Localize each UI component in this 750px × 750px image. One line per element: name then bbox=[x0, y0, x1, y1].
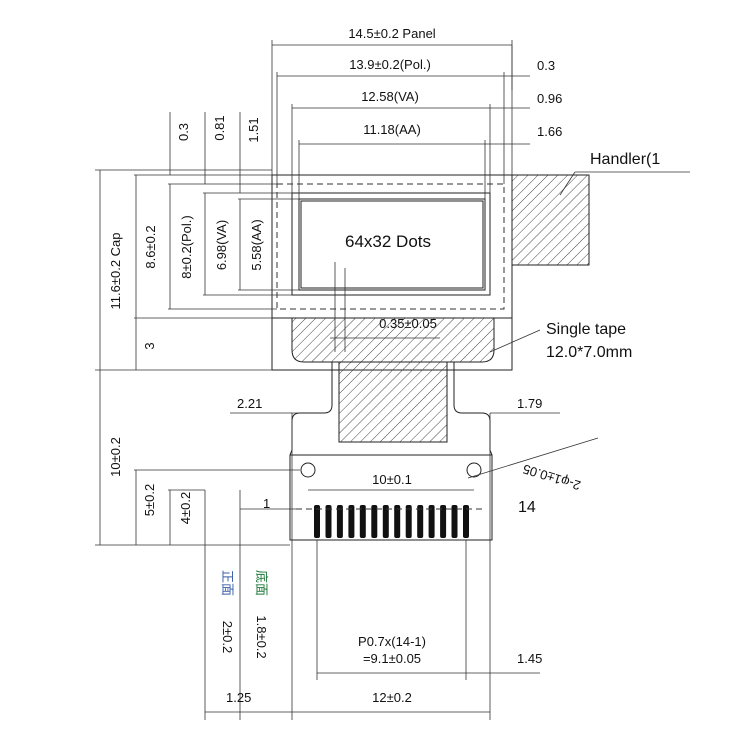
mount-hole-left bbox=[300, 462, 316, 478]
dim-hole-dia: 2-φ1±0.05 bbox=[521, 461, 582, 493]
fpc-pins bbox=[314, 505, 469, 538]
fpc-outline bbox=[289, 362, 493, 541]
pin-1-label: 1 bbox=[263, 496, 270, 511]
mount-hole-right bbox=[466, 462, 482, 478]
fpc-pin bbox=[451, 505, 458, 538]
dim-right-179: 1.79 bbox=[517, 396, 542, 411]
dim-aa-height: 5.58(AA) bbox=[249, 219, 264, 270]
visible-area-outline bbox=[291, 192, 491, 296]
dim-right-166: 1.66 bbox=[537, 124, 562, 139]
fpc-pin bbox=[314, 505, 320, 538]
dim-pol-height: 8±0.2(Pol.) bbox=[179, 215, 194, 279]
dim-v-03: 0.3 bbox=[176, 123, 191, 141]
dim-pitch-1: P0.7x(14-1) bbox=[358, 634, 426, 649]
handler-area bbox=[511, 174, 590, 266]
dim-va-height: 6.98(VA) bbox=[214, 220, 229, 270]
dim-pitch-2: =9.1±0.05 bbox=[363, 651, 421, 666]
polarizer-outline bbox=[276, 183, 505, 310]
dim-fpc-5: 5±0.2 bbox=[142, 484, 157, 516]
dim-v-151: 1.51 bbox=[246, 117, 261, 142]
dots-label: 64x32 Dots bbox=[345, 232, 431, 251]
tape-label-2: 12.0*7.0mm bbox=[546, 344, 632, 361]
dim-panel-height: 8.6±0.2 bbox=[143, 225, 158, 268]
dim-panel-width: 14.5±0.2 Panel bbox=[348, 26, 435, 41]
fpc-pin bbox=[394, 505, 401, 538]
dim-right-03: 0.3 bbox=[537, 58, 555, 73]
fpc-pin bbox=[463, 505, 469, 538]
fpc-pin bbox=[382, 505, 389, 538]
dim-left-221: 2.21 bbox=[237, 396, 262, 411]
fpc-pin bbox=[359, 505, 366, 538]
front-label: 正面 bbox=[219, 570, 234, 596]
fpc-pin bbox=[371, 505, 378, 538]
dim-va-width: 12.58(VA) bbox=[361, 89, 419, 104]
dim-cap-3: 3 bbox=[142, 342, 157, 349]
dim-back: 1.8±0.2 bbox=[254, 615, 269, 658]
tape-label-1: Single tape bbox=[546, 321, 626, 338]
dim-pol-width: 13.9±0.2(Pol.) bbox=[349, 57, 431, 72]
dim-right-096: 0.96 bbox=[537, 91, 562, 106]
dim-hole-span: 10±0.1 bbox=[372, 472, 412, 487]
dim-right-145: 1.45 bbox=[517, 651, 542, 666]
handler-label: Handler(1 bbox=[590, 151, 660, 168]
dim-aa-width: 11.18(AA) bbox=[363, 122, 421, 137]
fpc-pin bbox=[405, 505, 412, 538]
active-area-outline bbox=[298, 198, 486, 291]
fpc-pin bbox=[336, 505, 343, 538]
back-label: 底面 bbox=[253, 570, 269, 596]
dim-fpc-height: 10±0.2 bbox=[108, 437, 123, 477]
single-tape bbox=[291, 317, 495, 363]
dim-front: 2±0.2 bbox=[220, 621, 235, 653]
fpc-stiffener bbox=[338, 361, 448, 443]
dim-dots-offset: 0.35±0.05 bbox=[379, 316, 437, 331]
dim-left-125: 1.25 bbox=[226, 690, 251, 705]
fpc-pin bbox=[440, 505, 447, 538]
dim-v-081: 0.81 bbox=[212, 115, 227, 140]
fpc-pin bbox=[325, 505, 332, 538]
fpc-pin bbox=[428, 505, 435, 538]
fpc-pin bbox=[417, 505, 424, 538]
dim-cap-height: 11.6±0.2 Cap bbox=[108, 232, 123, 309]
fpc-pin bbox=[348, 505, 355, 538]
pin-14-label: 14 bbox=[518, 499, 536, 516]
active-area-inner bbox=[300, 200, 484, 289]
dim-fpc-4: 4±0.2 bbox=[178, 492, 193, 524]
dim-fpc-width: 12±0.2 bbox=[372, 690, 412, 705]
